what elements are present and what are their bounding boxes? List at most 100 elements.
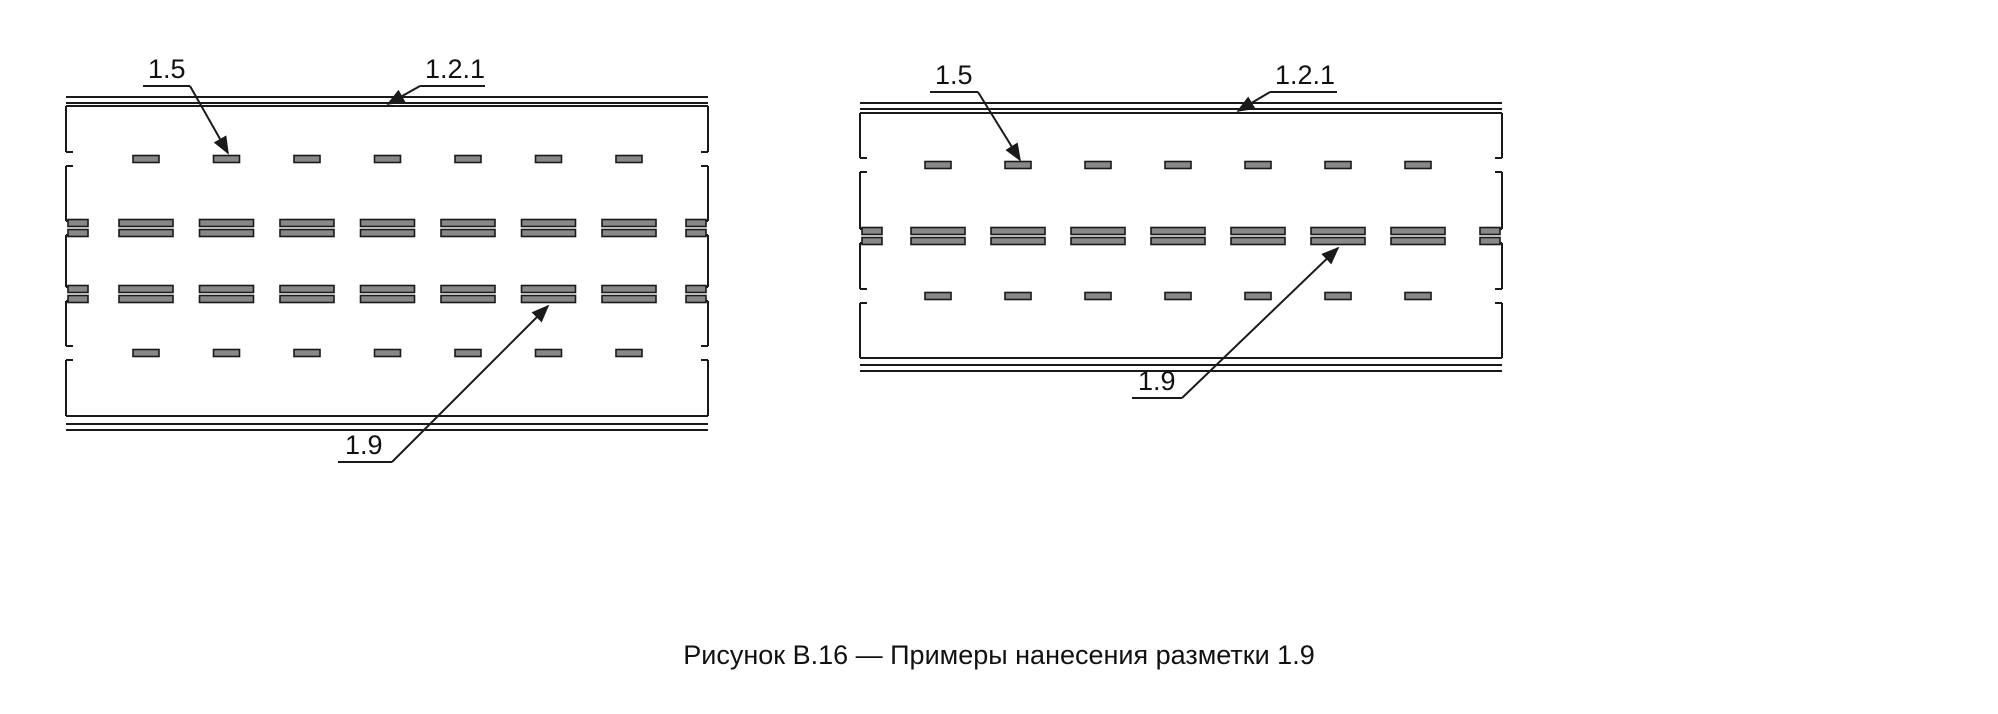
left-marking-1-5-dash	[212, 154, 241, 164]
left-leader-1-9	[391, 304, 550, 463]
left-label-1-9: 1.9	[345, 430, 383, 460]
right-marking-1-5-dash	[1404, 160, 1432, 170]
left-marking-1-5-dash	[454, 348, 482, 358]
left-marking-1-9-dash-upper	[198, 218, 255, 228]
left-label-1-5: 1.5	[148, 54, 186, 84]
right-marking-1-5-dash	[1244, 291, 1272, 301]
left-marking-1-5-dash	[293, 154, 321, 164]
left-edge-stub	[67, 218, 89, 228]
right-marking-1-9-dash-upper	[990, 226, 1046, 236]
left-edge-stub	[67, 294, 89, 304]
left-left-edge	[65, 106, 73, 416]
right-marking-1-5-dash	[1324, 160, 1352, 170]
left-marking-1-9-dash-upper	[359, 218, 416, 228]
right-edge-stub	[861, 226, 883, 236]
right-marking-1-5-dash	[1004, 160, 1032, 170]
right-marking-1-5-dash	[1084, 291, 1112, 301]
left-marking-1-9-dash-lower	[198, 294, 255, 304]
right-marking-1-9-dash-lower	[910, 236, 966, 246]
right-marking-1-9-dash-lower	[1230, 236, 1286, 246]
left-marking-1-5-dash	[373, 348, 402, 358]
right-marking-1-9-dash-lower	[1310, 236, 1366, 246]
left-right-edge	[701, 106, 709, 416]
right-left-edge	[859, 113, 867, 358]
right-leader-1-5	[977, 91, 1021, 162]
left-marking-1-5-dash	[132, 154, 160, 164]
right-marking-1-5-dash	[1004, 291, 1032, 301]
left-marking-1-9-dash-lower	[118, 228, 174, 238]
left-marking-1-9-dash-upper	[118, 284, 174, 294]
left-marking-1-9-dash-upper	[118, 218, 174, 228]
left-marking-1-9-dash-lower	[279, 228, 335, 238]
right-label-1-9: 1.9	[1138, 366, 1176, 396]
left-marking-1-9-dash-lower	[601, 294, 657, 304]
left-marking-1-9-dash-lower	[601, 228, 657, 238]
right-marking-1-9-dash-upper	[1310, 226, 1366, 236]
left-marking-1-9-dash-lower	[440, 228, 496, 238]
left-marking-1-9-dash-upper	[440, 218, 496, 228]
left-marking-1-5-dash	[454, 154, 482, 164]
right-marking-1-9-dash-lower	[1390, 236, 1446, 246]
left-marking-1-9-dash-upper	[601, 284, 657, 294]
left-marking-1-9-dash-upper	[520, 284, 577, 294]
left-edge-stub	[685, 228, 707, 238]
right-marking-1-9-dash-upper	[1070, 226, 1126, 236]
right-marking-1-9-dash-upper	[1390, 226, 1446, 236]
left-marking-1-9-dash-upper	[601, 218, 657, 228]
left-edge-stub	[685, 218, 707, 228]
left-marking-1-5-dash	[534, 154, 563, 164]
left-marking-1-9-dash-upper	[520, 218, 577, 228]
right-leader-1-9	[1181, 246, 1340, 399]
left-marking-1-9-dash-upper	[198, 284, 255, 294]
left-marking-1-9-dash-lower	[359, 228, 416, 238]
right-marking-1-5-dash	[1164, 291, 1192, 301]
left-marking-1-9-dash-upper	[279, 284, 335, 294]
left-marking-1-9-dash-lower	[520, 228, 577, 238]
left-edge-stub	[67, 228, 89, 238]
left-marking-1-9-dash-lower	[520, 294, 577, 304]
left-marking-1-5-dash	[132, 348, 160, 358]
left-marking-1-9-dash-upper	[359, 284, 416, 294]
right-marking-1-9-dash-lower	[1070, 236, 1126, 246]
figure-caption: Рисунок В.16 — Примеры нанесения разметк…	[683, 640, 1315, 670]
left-marking-1-9-dash-upper	[279, 218, 335, 228]
left-marking-1-5-dash	[293, 348, 321, 358]
right-marking-1-5-dash	[924, 291, 952, 301]
right-marking-1-5-dash	[1324, 291, 1352, 301]
left-leader-1-2-1	[386, 85, 421, 105]
right-marking-1-5-dash	[1164, 160, 1192, 170]
left-marking-1-5-dash	[534, 348, 563, 358]
left-label-1-2-1: 1.2.1	[425, 54, 485, 84]
right-label-1-5: 1.5	[935, 60, 973, 90]
right-marking-1-9-dash-upper	[1230, 226, 1286, 236]
left-marking-1-9-dash-lower	[279, 294, 335, 304]
right-marking-1-9-dash-upper	[1150, 226, 1206, 236]
left-marking-1-5-dash	[615, 348, 643, 358]
right-marking-1-5-dash	[1404, 291, 1432, 301]
left-edge-stub	[67, 284, 89, 294]
left-marking-1-9-dash-upper	[440, 284, 496, 294]
right-callouts: 1.5 1.2.1 1.9	[930, 60, 1340, 399]
right-marking-1-5-dash	[924, 160, 952, 170]
left-callouts: 1.5 1.2.1 1.9	[143, 54, 550, 463]
left-marking-1-9-dash-lower	[198, 228, 255, 238]
left-marking-1-9-dash-lower	[118, 294, 174, 304]
right-marking-1-9-dash-lower	[990, 236, 1046, 246]
left-marking-1-9-dash-lower	[359, 294, 416, 304]
road-marking-figure: 1.5 1.2.1 1.9 1.5 1.2.1 1.9	[65, 54, 1503, 463]
left-edge-stub	[685, 294, 707, 304]
left-leader-1-5	[189, 85, 229, 155]
right-marking-1-5-dash	[1244, 160, 1272, 170]
left-marking-1-5-dash	[615, 154, 643, 164]
right-leader-1-2-1	[1236, 91, 1271, 112]
right-label-1-2-1: 1.2.1	[1275, 60, 1335, 90]
right-edge-stub	[861, 236, 883, 246]
left-marking-1-5-dash	[212, 348, 241, 358]
left-edge-stub	[685, 284, 707, 294]
right-marking-1-9-dash-upper	[910, 226, 966, 236]
left-road-diagram	[65, 96, 709, 431]
right-right-edge	[1495, 113, 1503, 358]
left-marking-1-9-dash-lower	[440, 294, 496, 304]
right-marking-1-9-dash-lower	[1150, 236, 1206, 246]
right-edge-stub	[1479, 236, 1501, 246]
